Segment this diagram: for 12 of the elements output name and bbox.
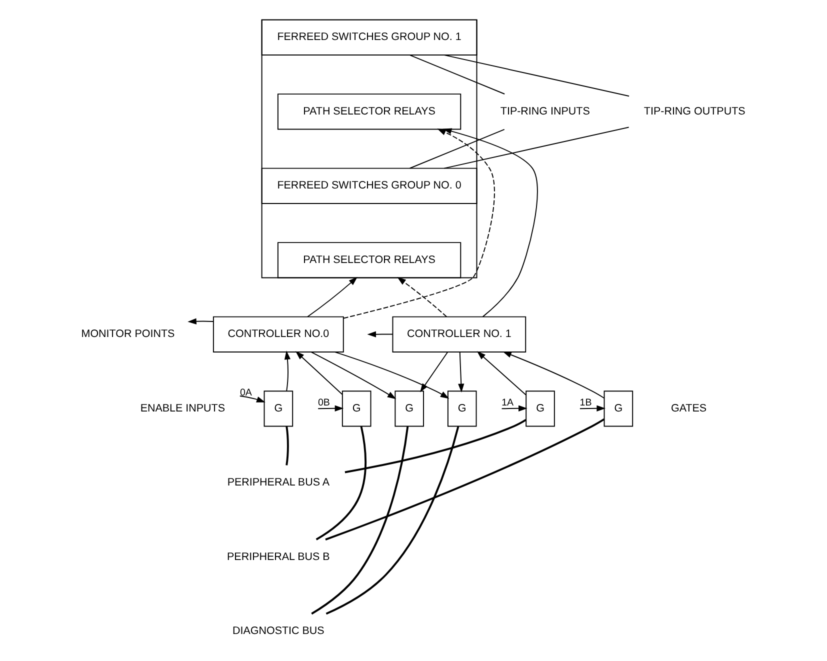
edge-label: 1B xyxy=(580,397,592,408)
node-text: PERIPHERAL BUS A xyxy=(227,476,330,489)
edge-label: 0A xyxy=(240,387,252,398)
node-text: PERIPHERAL BUS B xyxy=(227,550,330,563)
edge-label: 1A xyxy=(502,397,514,408)
edge-label: 0B xyxy=(318,397,330,408)
label: GATES xyxy=(670,402,707,414)
node-text: TIP-RING INPUTS xyxy=(500,105,590,118)
node-text: TIP-RING OUTPUTS xyxy=(644,105,746,118)
node-text: DIAGNOSTIC BUS xyxy=(232,625,324,638)
node-text: MONITOR POINTS xyxy=(81,328,175,340)
node-text: ENABLE INPUTS xyxy=(140,402,226,414)
